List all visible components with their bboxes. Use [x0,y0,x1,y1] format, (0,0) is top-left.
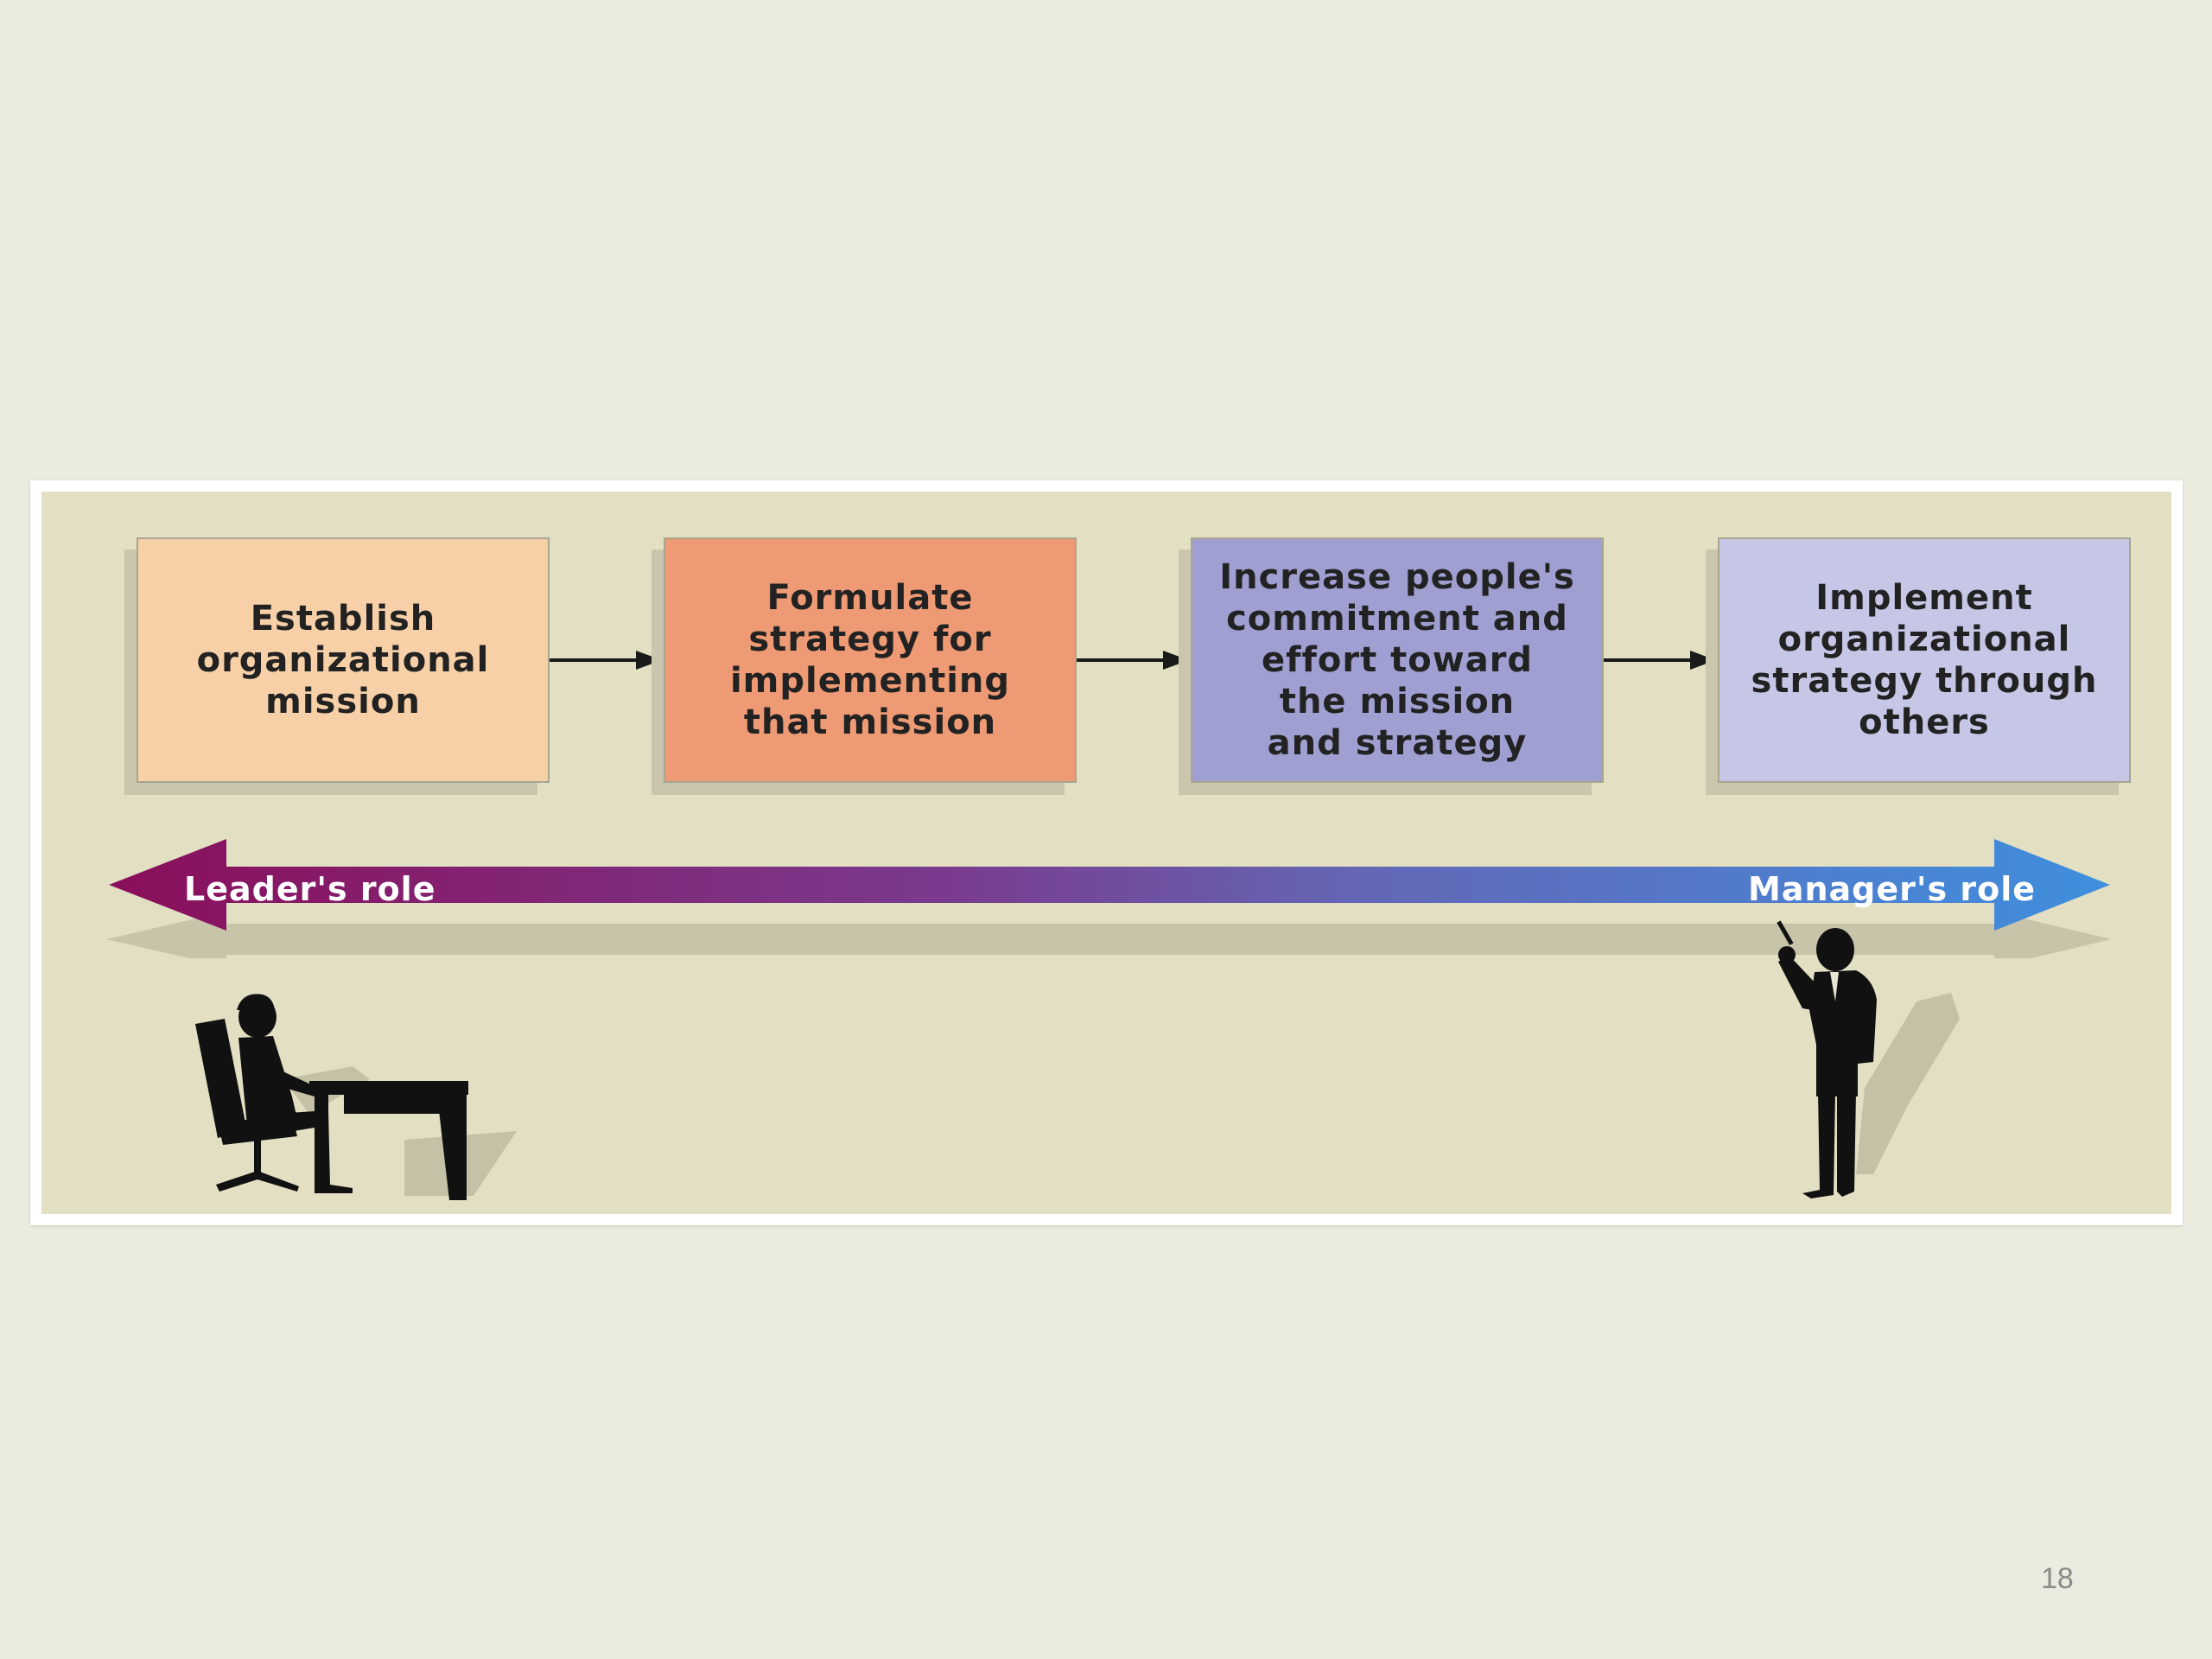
leadership-management-diagram: Establish organizational mission Formula… [41,492,2171,1214]
step-increase-commitment: Increase people's commitment and effort … [1191,537,1604,783]
step-label: Increase people's commitment and effort … [1219,557,1575,763]
step-formulate-strategy: Formulate strategy for implementing that… [664,537,1077,783]
leader-role-label: Leader's role [184,870,436,908]
step-label: Establish organizational mission [196,599,490,721]
connector-arrow-2 [1077,651,1189,670]
double-arrow-shape [109,839,2110,931]
step-establish-mission: Establish organizational mission [137,537,550,783]
standing-manager-with-pen-icon [1777,920,1960,1198]
seated-leader-at-desk-icon [195,994,517,1200]
role-spectrum-arrow [106,839,2112,958]
step-label: Implement organizational strategy throug… [1751,578,2098,742]
step-implement-strategy: Implement organizational strategy throug… [1718,537,2131,783]
manager-role-label: Manager's role [1748,870,2036,908]
page-number: 18 [2041,1562,2074,1595]
step-label: Formulate strategy for implementing that… [729,578,1011,742]
connector-arrow-3 [1604,651,1716,670]
arrow-shadow [106,912,2112,958]
figure-frame: Establish organizational mission Formula… [30,480,2183,1225]
connector-arrow-1 [550,651,662,670]
